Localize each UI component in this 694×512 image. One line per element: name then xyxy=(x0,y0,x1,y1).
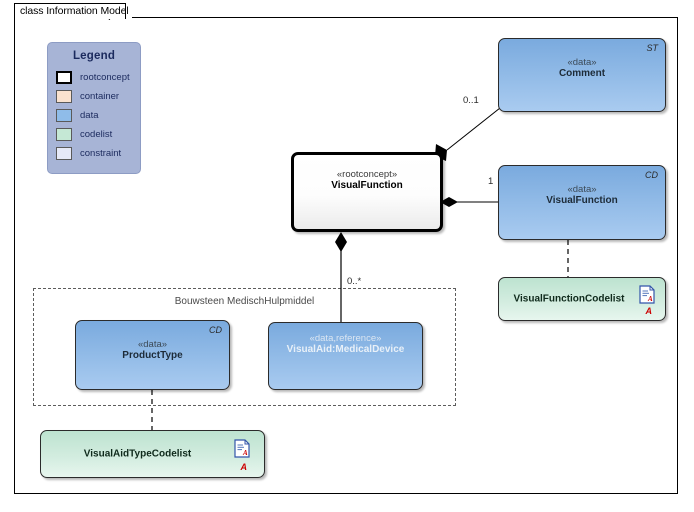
svg-text:A: A xyxy=(647,295,653,303)
node-name-data-visualfunction: VisualFunction xyxy=(546,195,618,206)
legend-label-data: data xyxy=(80,110,99,121)
legend-swatch-container xyxy=(56,90,72,103)
node-corner-label-comment: ST xyxy=(646,43,658,53)
legend-item-rootconcept: rootconcept xyxy=(56,69,140,86)
legend-items: rootconcept container data codelist cons… xyxy=(48,69,140,162)
node-name-root-visualfunction: VisualFunction xyxy=(331,180,403,191)
node-name-product-type: ProductType xyxy=(122,350,183,361)
node-stereotype-data-visualfunction: «data» xyxy=(567,184,597,195)
node-stereotype-root-visualfunction: «rootconcept» xyxy=(336,169,398,180)
node-name-comment: Comment xyxy=(558,68,606,79)
legend-swatch-constraint xyxy=(56,147,72,160)
multiplicity-visualfunction: 1 xyxy=(488,176,494,187)
document-icon: A xyxy=(639,285,655,304)
legend-panel: Legend rootconcept container data codeli… xyxy=(47,42,141,174)
class-node-root-visualfunction[interactable]: «rootconcept» VisualFunction xyxy=(291,152,443,232)
node-corner-label-product-type: CD xyxy=(209,325,222,335)
container-title: Bouwsteen MedischHulpmiddel xyxy=(174,296,315,307)
legend-label-constraint: constraint xyxy=(80,148,122,159)
class-node-visualfunction-codelist[interactable]: VisualFunctionCodelist A A xyxy=(498,277,666,321)
class-node-visualaid-medicaldevice[interactable]: «data,reference» VisualAid:MedicalDevice xyxy=(268,322,423,390)
legend-swatch-rootconcept xyxy=(56,71,72,84)
document-icon: A xyxy=(234,439,250,458)
class-node-product-type[interactable]: CD «data» ProductType xyxy=(75,320,230,390)
legend-label-container: container xyxy=(80,91,120,102)
legend-item-codelist: codelist xyxy=(56,126,140,143)
legend-label-rootconcept: rootconcept xyxy=(80,72,130,83)
multiplicity-comment: 0..1 xyxy=(463,95,479,106)
legend-title: Legend xyxy=(72,50,116,62)
node-name-visualfunction-codelist: VisualFunctionCodelist xyxy=(513,293,625,305)
node-text-data-visualfunction: «data» VisualFunction xyxy=(499,184,665,206)
diagram-frame-tab xyxy=(14,3,126,19)
class-node-comment[interactable]: ST «data» Comment xyxy=(498,38,666,112)
node-stereotype-product-type: «data» xyxy=(137,339,168,350)
node-corner-label-data-visualfunction: CD xyxy=(645,170,658,180)
node-corner-letter-visualfunction-codelist: A xyxy=(645,306,653,316)
node-text-visualaid-medicaldevice: «data,reference» VisualAid:MedicalDevice xyxy=(269,333,422,355)
diagram-title: class Information Model xyxy=(20,5,129,17)
multiplicity-medicaldevice: 0..* xyxy=(347,276,362,287)
node-text-comment: «data» Comment xyxy=(499,57,665,79)
legend-item-constraint: constraint xyxy=(56,145,140,162)
svg-text:A: A xyxy=(242,449,248,457)
node-text-product-type: «data» ProductType xyxy=(76,339,229,361)
legend-item-data: data xyxy=(56,107,140,124)
node-corner-letter-visualaidtype-codelist: A xyxy=(240,462,248,472)
diagram-frame xyxy=(14,17,678,494)
legend-item-container: container xyxy=(56,88,140,105)
class-node-data-visualfunction[interactable]: CD «data» VisualFunction xyxy=(498,165,666,240)
class-node-visualaidtype-codelist[interactable]: VisualAidTypeCodelist A A xyxy=(40,430,265,478)
node-text-root-visualfunction: «rootconcept» VisualFunction xyxy=(294,169,440,191)
node-text-visualfunction-codelist: VisualFunctionCodelist xyxy=(499,294,665,305)
container-bouwsteen-medischhulpmiddel: Bouwsteen MedischHulpmiddel xyxy=(33,288,456,406)
legend-swatch-codelist xyxy=(56,128,72,141)
legend-swatch-data xyxy=(56,109,72,122)
legend-label-codelist: codelist xyxy=(80,129,113,140)
node-name-visualaid-medicaldevice: VisualAid:MedicalDevice xyxy=(286,344,405,355)
node-stereotype-visualaid-medicaldevice: «data,reference» xyxy=(309,333,382,344)
node-text-visualaidtype-codelist: VisualAidTypeCodelist xyxy=(41,449,264,460)
node-stereotype-comment: «data» xyxy=(567,57,597,68)
node-name-visualaidtype-codelist: VisualAidTypeCodelist xyxy=(83,448,192,460)
